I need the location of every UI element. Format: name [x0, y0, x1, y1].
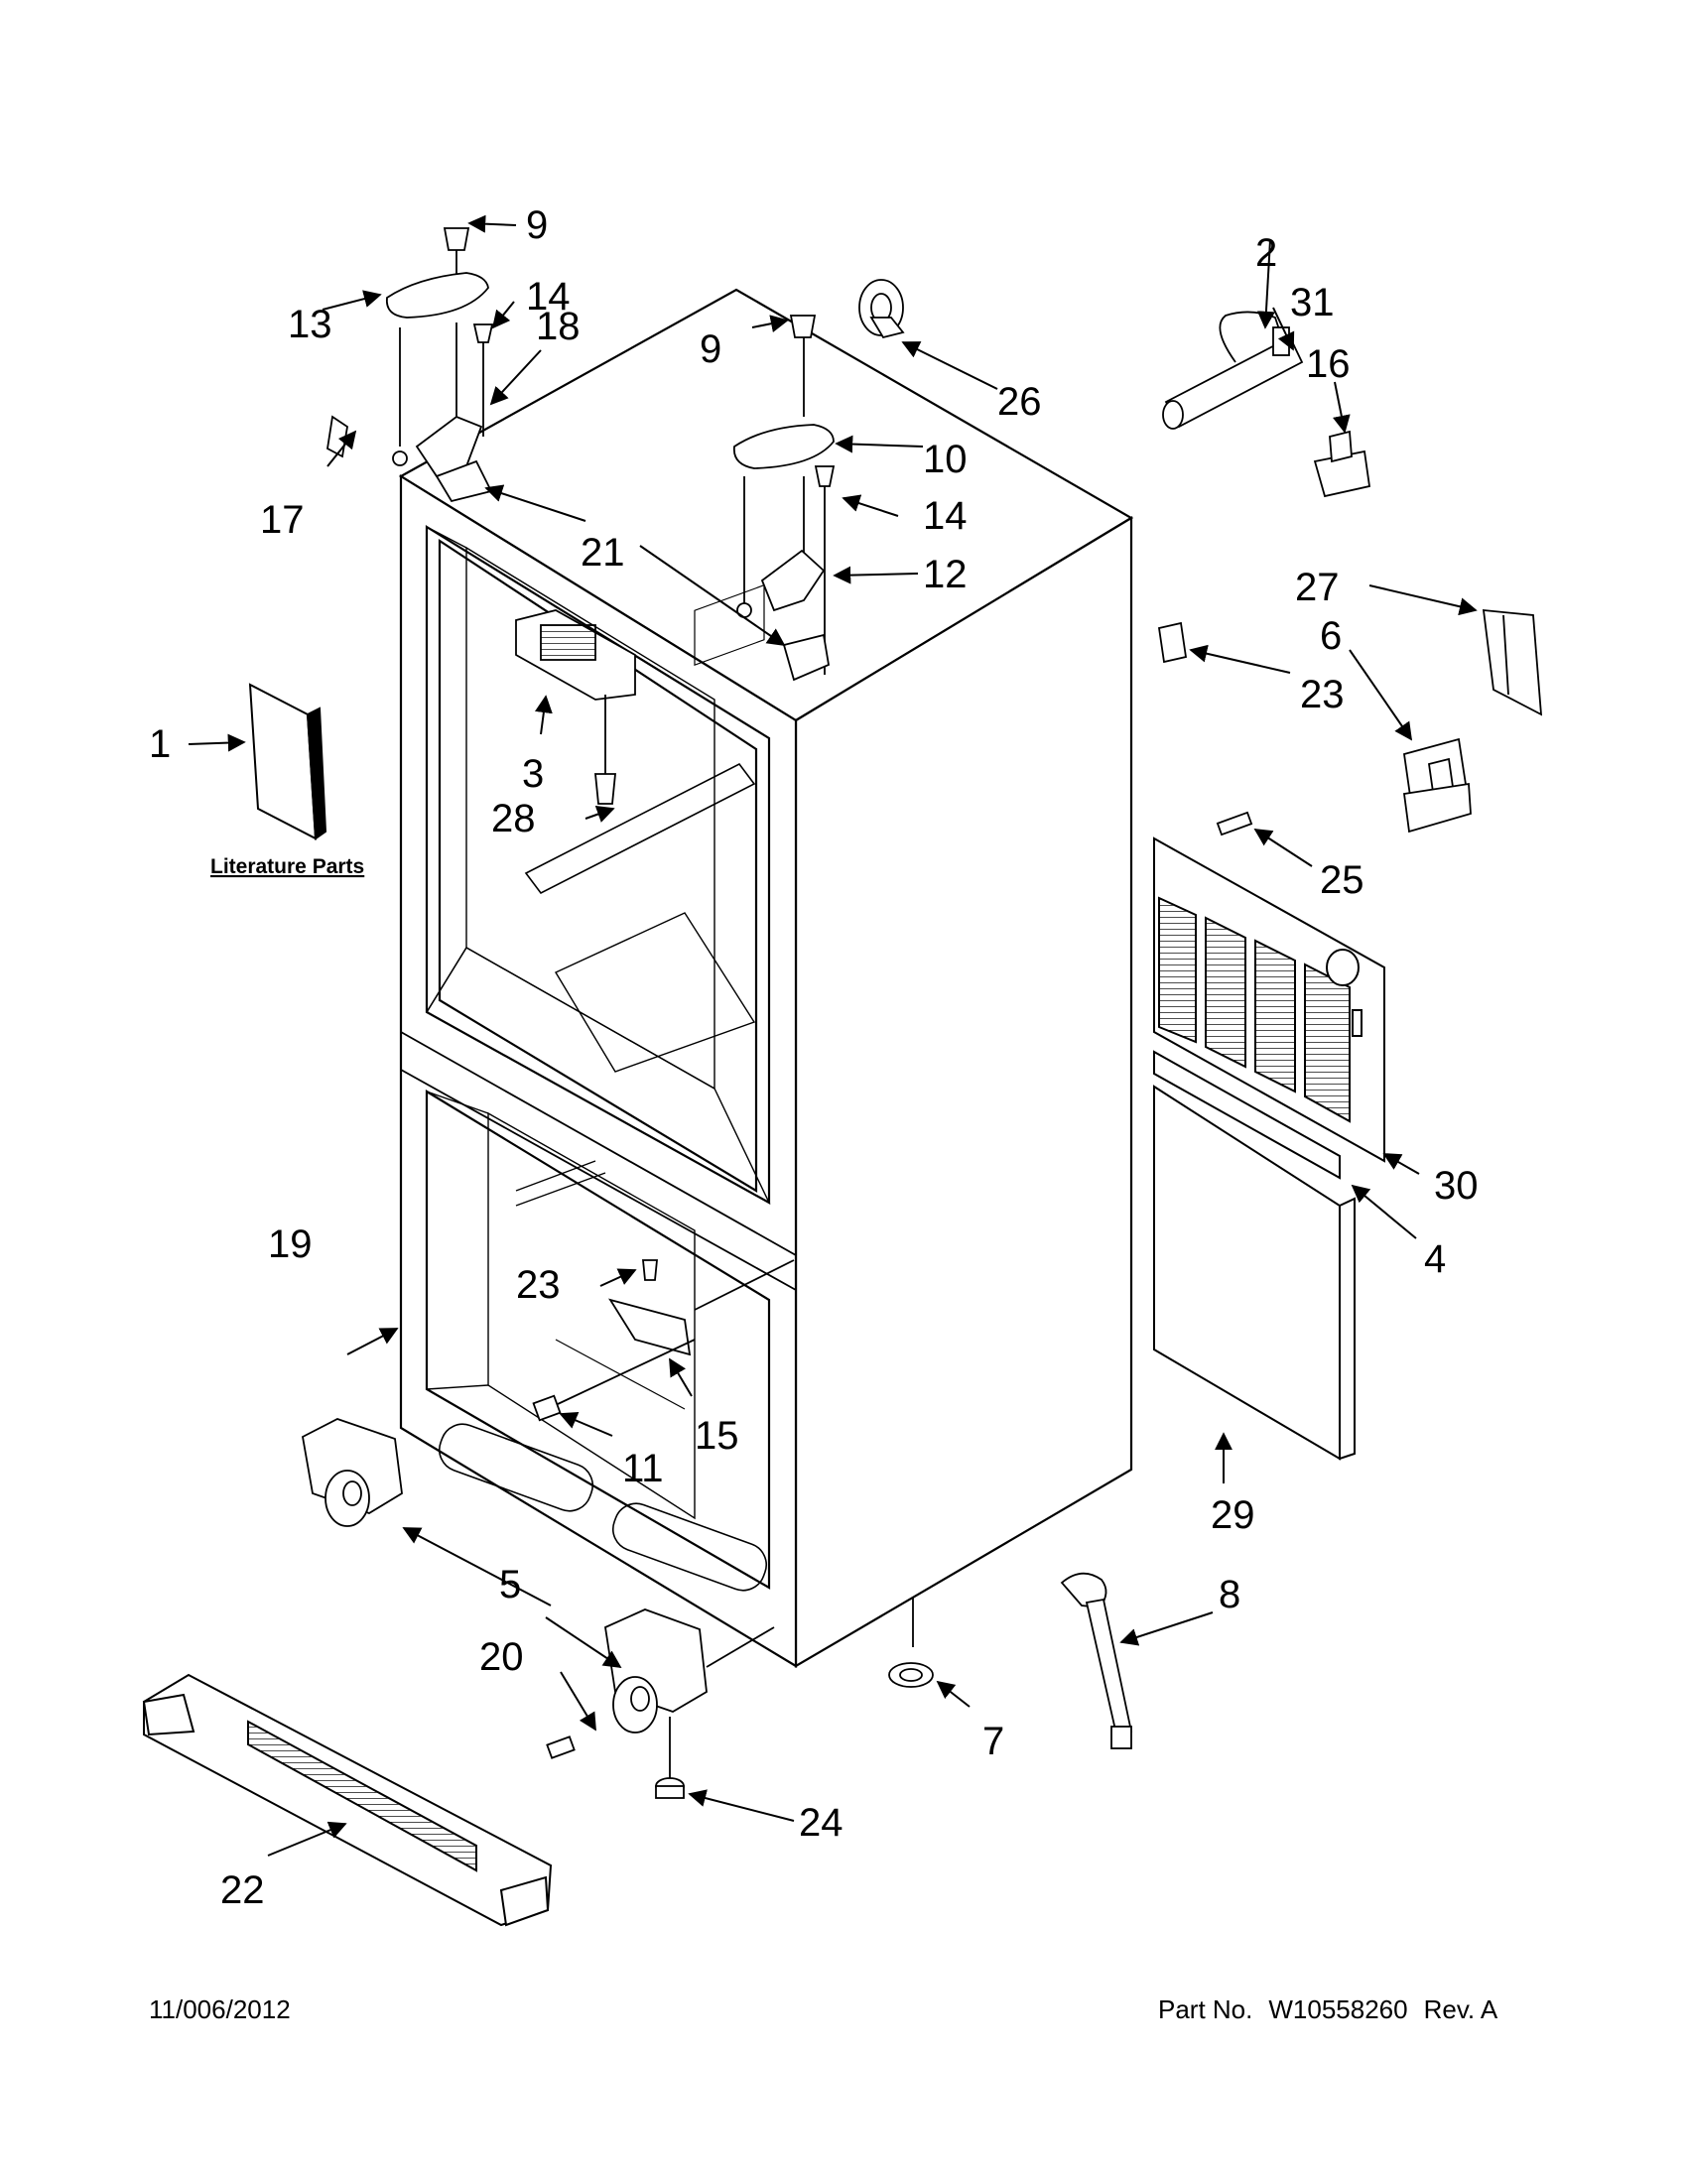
block-part-23-upper — [1157, 621, 1188, 664]
left-hinge-assembly — [326, 227, 494, 503]
right-hinge-assembly — [732, 315, 836, 682]
bracket-part-6 — [1402, 737, 1472, 834]
callout-labels: 1 2 3 4 5 6 7 8 9 9 10 11 12 13 14 14 15… — [149, 203, 1479, 1912]
callout-12: 12 — [923, 553, 968, 596]
callout-27: 27 — [1295, 566, 1340, 609]
revision: Rev. A — [1423, 1994, 1498, 2024]
callout-23-upper: 23 — [1300, 673, 1345, 716]
literature-booklet-part-1 — [248, 683, 327, 840]
callout-15: 15 — [695, 1414, 739, 1458]
leveling-leg-part-24 — [655, 1717, 685, 1799]
refrigerator-cabinet — [398, 288, 1134, 1668]
pulley-part-26 — [858, 279, 905, 339]
callout-3: 3 — [522, 752, 544, 796]
roller-part-5-right — [604, 1608, 775, 1734]
roller-part-5-left — [301, 1418, 403, 1527]
callout-10: 10 — [923, 438, 968, 481]
callout-9-right: 9 — [700, 327, 721, 371]
callout-24: 24 — [799, 1801, 844, 1845]
callout-19: 19 — [268, 1222, 313, 1266]
callout-31: 31 — [1290, 281, 1335, 324]
callout-23-lower: 23 — [516, 1263, 561, 1307]
callout-28: 28 — [491, 797, 536, 840]
callout-6: 6 — [1320, 614, 1342, 658]
footer-part-info: Part No. W10558260 Rev. A — [1158, 1994, 1513, 2025]
water-tube-part-2 — [1162, 311, 1304, 430]
screw-part-20 — [546, 1735, 576, 1759]
base-grille-part-22 — [142, 1673, 553, 1927]
callout-18: 18 — [536, 305, 581, 348]
footer-date: 11/006/2012 — [149, 1994, 291, 2024]
wrench-part-8 — [1060, 1572, 1133, 1749]
callout-22: 22 — [220, 1868, 265, 1912]
lower-hinge-assembly — [532, 1259, 795, 1422]
callout-29: 29 — [1211, 1493, 1255, 1537]
strip-part-4 — [1153, 1050, 1341, 1180]
clip-part-16 — [1313, 430, 1371, 498]
callout-25: 25 — [1320, 858, 1364, 902]
callout-14-right: 14 — [923, 494, 968, 538]
callout-30: 30 — [1434, 1164, 1479, 1208]
panel-part-29 — [1153, 1085, 1356, 1461]
callout-1: 1 — [149, 722, 171, 766]
literature-parts-label: Literature Parts — [210, 855, 364, 878]
part-label: Part No. — [1158, 1994, 1253, 2024]
air-vent-part-3 — [515, 609, 636, 805]
callout-14-left: 14 — [526, 275, 571, 319]
callout-26: 26 — [997, 380, 1042, 424]
callout-13: 13 — [288, 303, 332, 346]
foot-pad-part-7 — [888, 1598, 934, 1688]
callout-16: 16 — [1306, 342, 1351, 386]
callout-4: 4 — [1424, 1237, 1446, 1281]
callout-21: 21 — [581, 531, 625, 575]
callout-11: 11 — [622, 1447, 664, 1490]
callout-20: 20 — [479, 1635, 524, 1679]
callout-8: 8 — [1219, 1573, 1240, 1616]
callout-17: 17 — [260, 498, 305, 542]
callout-7: 7 — [982, 1720, 1004, 1763]
part-number: W10558260 — [1268, 1994, 1408, 2024]
leader-arrows — [188, 214, 1478, 1857]
callout-9-left: 9 — [526, 203, 548, 247]
screw-part-25 — [1216, 811, 1253, 836]
callout-2: 2 — [1255, 231, 1277, 275]
trim-part-27 — [1482, 608, 1543, 716]
callout-5: 5 — [499, 1563, 521, 1606]
access-cover-part-30 — [1153, 836, 1385, 1163]
